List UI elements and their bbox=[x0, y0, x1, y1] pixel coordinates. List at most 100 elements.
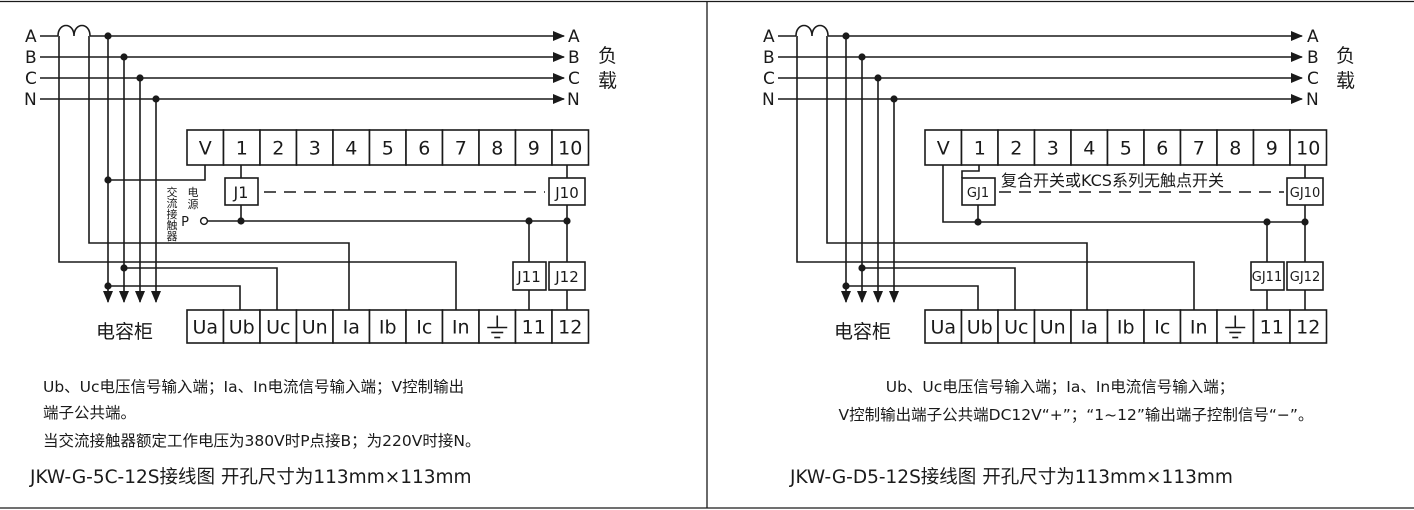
bottom-terminal-label-5: Ib bbox=[379, 316, 397, 338]
bottom-terminal-label-1: Ub bbox=[229, 316, 255, 338]
note-line-2: V控制输出端子公共端DC12V“+”；“1~12”输出端子控制信号“−”。 bbox=[839, 406, 1314, 424]
contactor-label-1: 交 bbox=[167, 185, 178, 199]
top-terminal-label-5: 5 bbox=[1120, 137, 1132, 159]
bottom-terminal-cell-1 bbox=[222, 309, 261, 344]
relay-j1-label: J1 bbox=[233, 183, 249, 202]
bottom-terminal-cell-9 bbox=[1252, 309, 1291, 344]
top-terminal-label-1: 1 bbox=[974, 137, 986, 159]
top-terminal-cell-4 bbox=[1070, 129, 1109, 166]
top-terminal-label-2: 2 bbox=[272, 137, 284, 159]
bottom-terminal-label-9: 11 bbox=[1260, 316, 1284, 338]
bottom-terminal-cell-6 bbox=[405, 309, 444, 344]
bottom-terminal-cell-4 bbox=[1070, 309, 1109, 344]
phase-buses bbox=[40, 24, 565, 104]
signal-wiring bbox=[796, 36, 1305, 310]
top-terminal-label-3: 3 bbox=[309, 137, 321, 159]
phase-label-c: C bbox=[25, 69, 37, 89]
load-phase-n: N bbox=[567, 90, 580, 110]
top-terminal-cell-6 bbox=[405, 129, 444, 166]
top-terminal-cell-6 bbox=[1143, 129, 1182, 166]
relay-gj11-label: GJ11 bbox=[1252, 270, 1282, 285]
top-terminal-cell-0 bbox=[186, 129, 225, 166]
top-terminal-cell-4 bbox=[332, 129, 371, 166]
phase-label-a: A bbox=[763, 27, 775, 47]
bottom-terminal-label-7: In bbox=[452, 316, 470, 338]
phase-label-b: B bbox=[25, 48, 37, 68]
relay-gj12-label: GJ12 bbox=[1290, 270, 1320, 285]
bottom-terminal-cell-2 bbox=[997, 309, 1036, 344]
top-terminal-cell-5 bbox=[368, 129, 407, 166]
top-terminal-label-7: 7 bbox=[1193, 137, 1205, 159]
control-wiring bbox=[199, 165, 586, 310]
top-terminal-label-1: 1 bbox=[236, 137, 248, 159]
load-label-2: 载 bbox=[598, 70, 617, 92]
phase-label-n: N bbox=[762, 90, 775, 110]
top-terminal-label-8: 8 bbox=[491, 137, 503, 159]
relay-gj12 bbox=[1286, 261, 1324, 291]
control-wiring bbox=[961, 165, 1324, 310]
bottom-terminal-label-3: Un bbox=[1040, 316, 1066, 338]
top-terminal-cell-10 bbox=[551, 129, 590, 166]
bottom-terminal-label-7: In bbox=[1190, 316, 1208, 338]
phase-label-n: N bbox=[24, 90, 37, 110]
load-label-2: 载 bbox=[1336, 70, 1355, 92]
top-terminal-cell-10 bbox=[1289, 129, 1328, 166]
capacitor-cabinet-label: 电容柜 bbox=[834, 321, 891, 343]
ground-icon bbox=[487, 315, 508, 339]
relay-gj10-label: GJ10 bbox=[1290, 186, 1320, 201]
phase-label-c: C bbox=[763, 69, 775, 89]
bottom-terminal-cell-6 bbox=[1143, 309, 1182, 344]
diagram-caption: JKW-G-D5-12S接线图 开孔尺寸为113mm×113mm bbox=[789, 467, 1233, 488]
top-terminal-label-6: 6 bbox=[418, 137, 430, 159]
top-terminal-label-0: V bbox=[937, 137, 950, 159]
current-transformer-coil bbox=[57, 24, 91, 37]
p-point bbox=[199, 216, 209, 226]
relay-j11-label: J11 bbox=[516, 268, 541, 286]
load-phase-c: C bbox=[568, 69, 580, 89]
bottom-terminal-cell-4 bbox=[332, 309, 371, 344]
top-terminal-label-3: 3 bbox=[1047, 137, 1059, 159]
bottom-terminal-label-2: Uc bbox=[266, 316, 290, 338]
load-label-1: 负 bbox=[1336, 45, 1355, 67]
contactor-label-2: 流 bbox=[167, 196, 178, 210]
ground-icon bbox=[1225, 315, 1246, 339]
right-wiring-diagram: A B C N A B C N 负 载 bbox=[762, 24, 1355, 488]
p-label: P bbox=[181, 215, 189, 230]
bottom-terminal-label-6: Ic bbox=[1154, 316, 1170, 338]
top-terminal-label-0: V bbox=[199, 137, 212, 159]
top-terminal-cell-2 bbox=[997, 129, 1036, 166]
relay-j10-label: J10 bbox=[554, 184, 579, 202]
top-terminal-cell-1 bbox=[222, 129, 261, 166]
bottom-terminal-label-0: Ua bbox=[192, 316, 218, 338]
bottom-terminal-cell-1 bbox=[960, 309, 999, 344]
top-terminal-cell-3 bbox=[295, 129, 334, 166]
top-terminal-label-10: 10 bbox=[558, 137, 582, 159]
bottom-terminal-label-10: 12 bbox=[558, 316, 582, 338]
bottom-terminal-label-3: Un bbox=[302, 316, 328, 338]
relay-j12-label: J12 bbox=[554, 268, 579, 286]
phase-label-a: A bbox=[25, 27, 37, 47]
bottom-terminal-cell-7 bbox=[1179, 309, 1218, 344]
top-terminal-label-5: 5 bbox=[382, 137, 394, 159]
top-terminal-cell-8 bbox=[478, 129, 517, 166]
top-terminal-cell-7 bbox=[441, 129, 480, 166]
bottom-terminal-label-5: Ib bbox=[1117, 316, 1135, 338]
relay-gj11 bbox=[1250, 261, 1285, 291]
top-terminal-cell-3 bbox=[1033, 129, 1072, 166]
load-label-1: 负 bbox=[598, 45, 617, 67]
top-terminal-label-7: 7 bbox=[455, 137, 467, 159]
bottom-terminal-label-4: Ia bbox=[1081, 316, 1098, 338]
bottom-terminal-cell-10 bbox=[551, 309, 590, 344]
top-terminal-label-10: 10 bbox=[1296, 137, 1320, 159]
note-line-3: 当交流接触器额定工作电压为380V时P点接B；为220V时接N。 bbox=[43, 432, 480, 450]
contactor-label-3: 接 bbox=[167, 208, 178, 221]
bottom-terminal-cell-2 bbox=[259, 309, 298, 344]
bottom-terminal-label-9: 11 bbox=[522, 316, 546, 338]
bottom-terminal-cell-5 bbox=[1106, 309, 1145, 344]
bottom-terminal-cell-10 bbox=[1289, 309, 1328, 344]
